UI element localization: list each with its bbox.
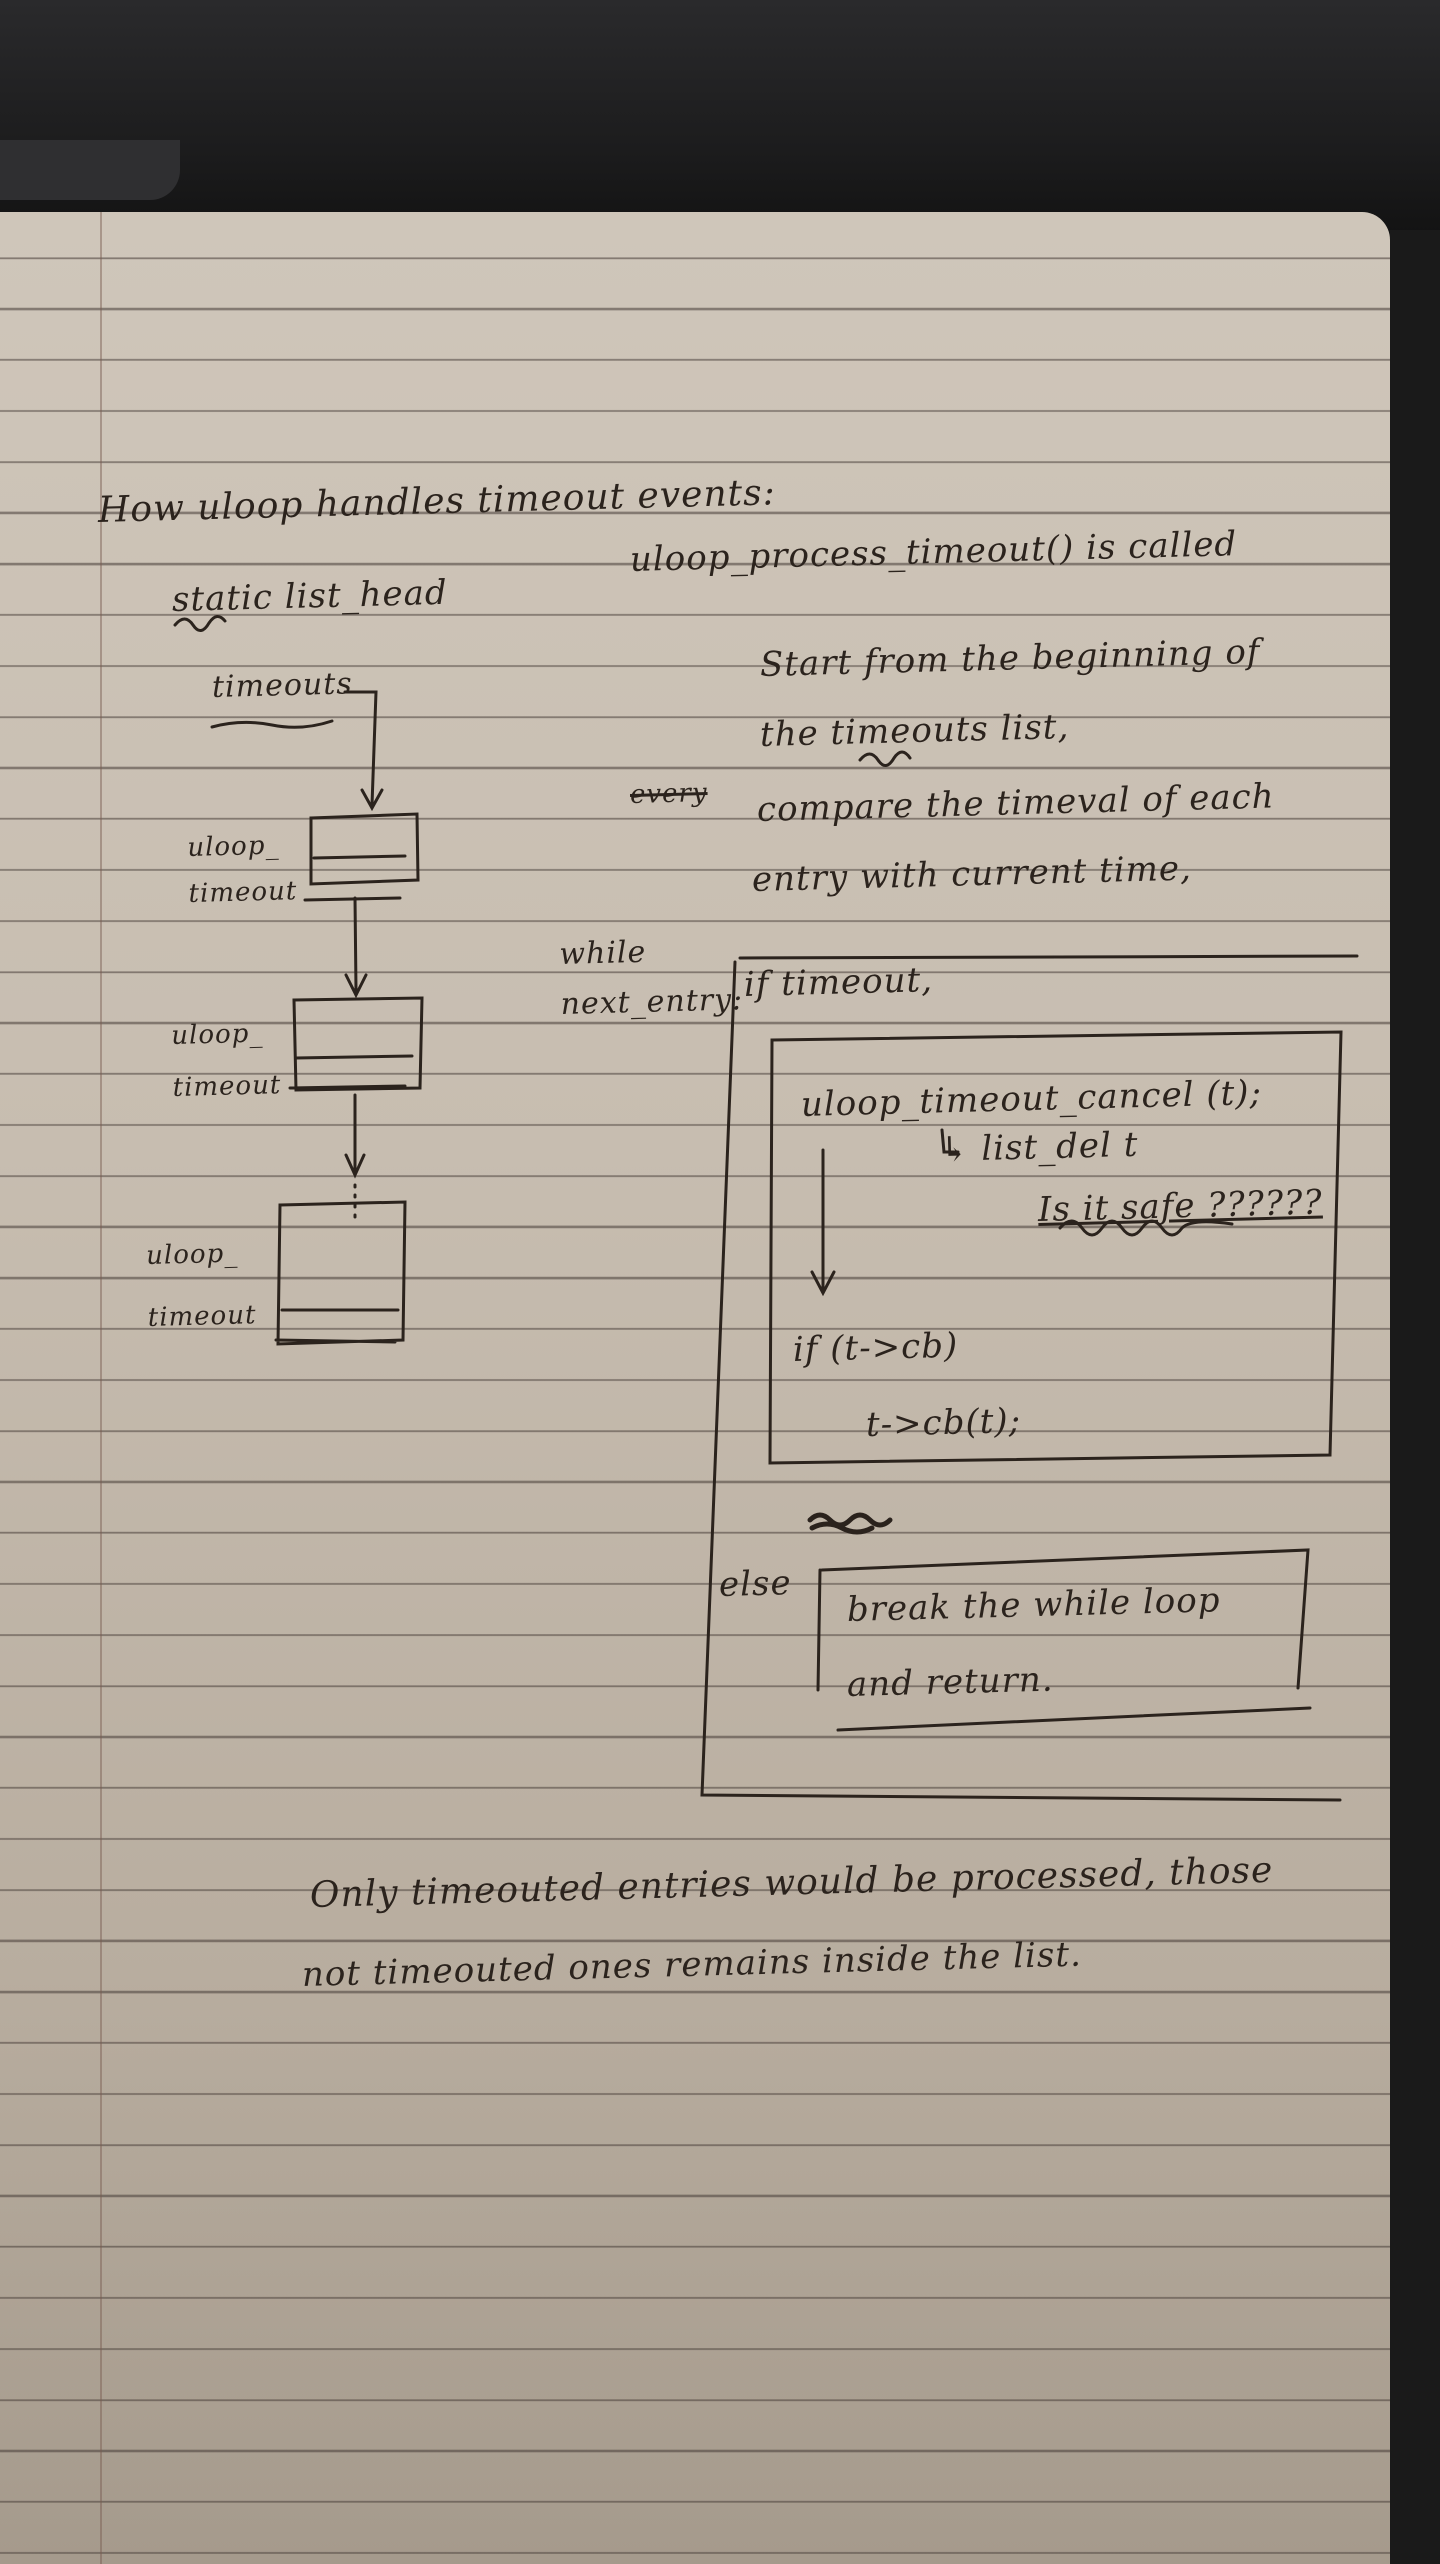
code-line: if (t->cb) (792, 1325, 959, 1370)
squiggle-underline (210, 719, 334, 729)
else-label: else (718, 1563, 793, 1605)
list-head-name: timeouts (211, 666, 354, 705)
step-text: the timeouts list, (759, 706, 1070, 755)
if-block-box (768, 1030, 1343, 1465)
list-node-box (303, 812, 420, 902)
code-line: t->cb(t); (865, 1400, 1022, 1445)
squiggle-underline (1058, 1219, 1234, 1237)
else-line: and return. (846, 1659, 1055, 1705)
laptop-background (0, 0, 1440, 250)
squiggle-underline (858, 750, 912, 767)
node-label: uloop_ timeout (170, 1018, 282, 1103)
loop-label: while next_entry: (558, 934, 744, 1022)
struck-word: every (629, 777, 708, 810)
list-node-box (274, 1200, 407, 1346)
notebook-cover-edge (1390, 230, 1440, 2564)
code-line: ↳ list_del t (939, 1124, 1139, 1170)
scribble-crossout (807, 1512, 893, 1535)
arrow-down (810, 1148, 836, 1297)
arrow-connector (343, 690, 384, 812)
question-note: Is it safe ?????? (1037, 1182, 1324, 1230)
arrow-connector (344, 1093, 366, 1179)
laptop-hinge (0, 140, 180, 200)
else-block-box (816, 1548, 1312, 1732)
notebook-page (0, 212, 1390, 2564)
margin-line (100, 212, 102, 2564)
list-node-box (288, 996, 424, 1092)
list-head-label: static list_head (171, 572, 449, 620)
arrow-connector (344, 896, 368, 999)
node-label: uloop_ timeout (145, 1238, 257, 1333)
list-del-hook (940, 1128, 960, 1154)
node-label: uloop_ timeout (187, 830, 298, 909)
loop-condition: if timeout, (743, 960, 934, 1005)
squiggle-underline (173, 615, 227, 632)
while-loop-box (700, 954, 1359, 1802)
